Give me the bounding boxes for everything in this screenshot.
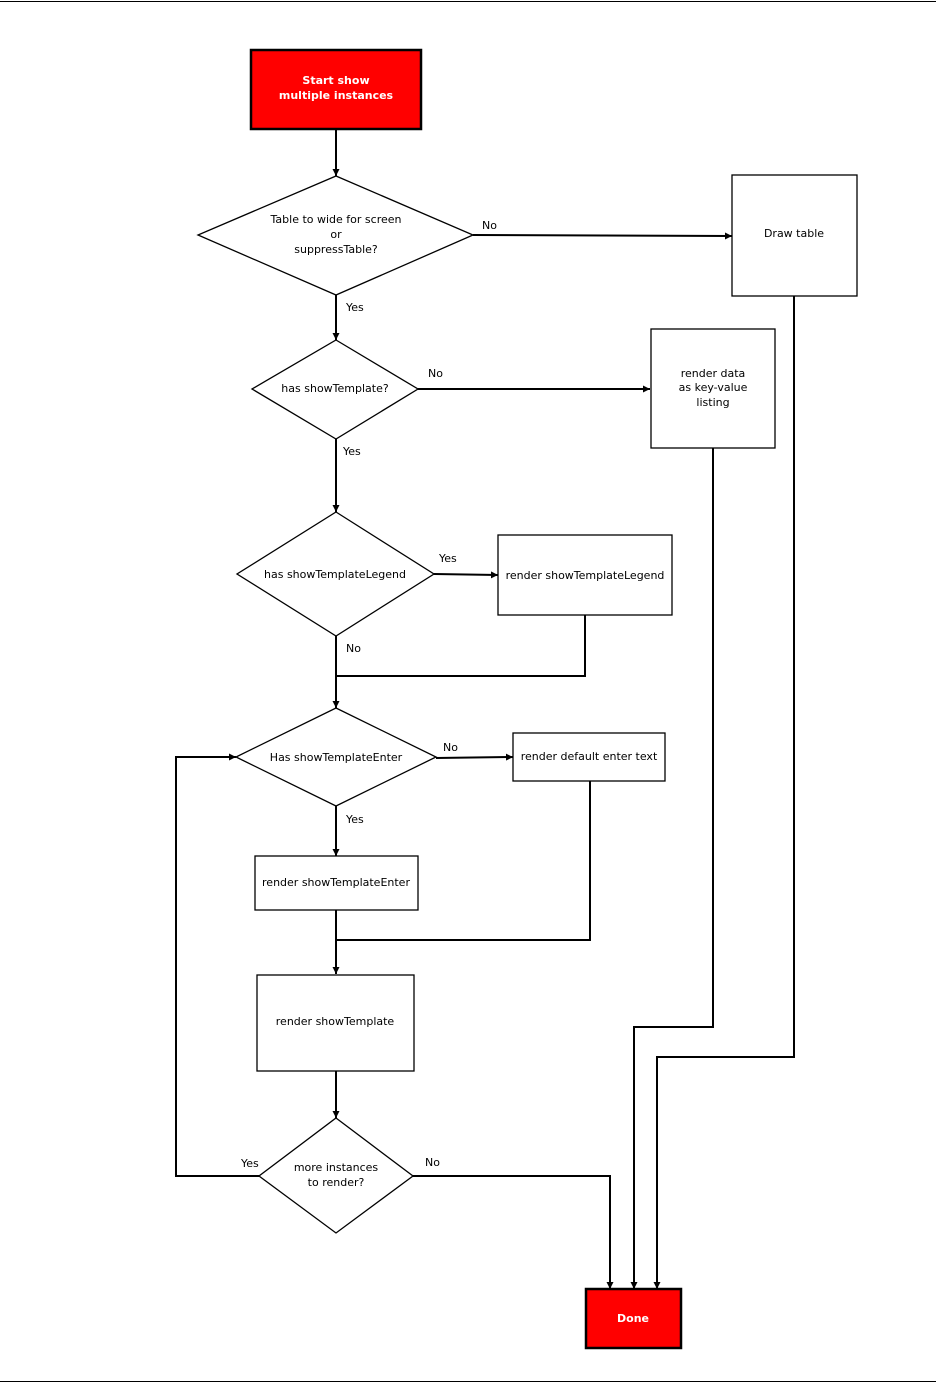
decision-has-legend: has showTemplateLegend [235, 511, 436, 637]
edge-wide-no [472, 232, 733, 240]
process-default-enter: render default enter text [512, 732, 666, 782]
edge-kv-to-done [630, 448, 714, 1289]
label-wide-no: No [482, 219, 497, 232]
node-start-line-1: Start show [302, 74, 369, 87]
edges [175, 130, 795, 1289]
label-template-no: No [428, 367, 443, 380]
process-render-legend-label: render showTemplateLegend [506, 569, 665, 582]
decision-has-legend-label: has showTemplateLegend [264, 568, 406, 581]
node-start-line-2: multiple instances [279, 89, 394, 102]
node-start: Start show multiple instances [249, 48, 423, 131]
edge-legend-merge [336, 615, 586, 677]
decision-has-show-template-label: has showTemplate? [281, 382, 389, 395]
process-render-enter: render showTemplateEnter [254, 855, 419, 911]
label-legend-yes: Yes [438, 552, 457, 565]
decision-has-enter: Has showTemplateEnter [234, 707, 438, 807]
process-key-value-listing: render data as key-value listing [650, 328, 776, 449]
node-done-label: Done [617, 1312, 649, 1325]
decision-table-too-wide-line-2: or [330, 228, 342, 241]
label-more-no: No [425, 1156, 440, 1169]
decision-more-instances: more instances to render? [257, 1117, 415, 1234]
decision-has-show-template: has showTemplate? [250, 339, 420, 440]
label-wide-yes: Yes [345, 301, 364, 314]
process-key-value-line-3: listing [696, 396, 729, 409]
process-render-template: render showTemplate [256, 974, 415, 1072]
edge-enter-no [435, 753, 514, 761]
decision-has-enter-label: Has showTemplateEnter [270, 751, 403, 764]
label-more-yes: Yes [240, 1157, 259, 1170]
top-rule [0, 1, 936, 2]
label-enter-yes: Yes [345, 813, 364, 826]
process-render-enter-label: render showTemplateEnter [262, 876, 410, 889]
process-draw-table-label: Draw table [764, 227, 824, 240]
decision-table-too-wide-line-1: Table to wide for screen [270, 213, 402, 226]
edge-more-no [413, 1175, 614, 1289]
edge-default-merge [336, 781, 591, 941]
process-key-value-line-2: as key-value [679, 381, 748, 394]
node-done: Done [584, 1287, 683, 1350]
decision-more-instances-line-2: to render? [308, 1176, 365, 1189]
process-draw-table: Draw table [731, 174, 858, 297]
process-default-enter-label: render default enter text [521, 750, 658, 763]
label-enter-no: No [443, 741, 458, 754]
edge-legend-yes [433, 571, 499, 579]
decision-table-too-wide-line-3: suppressTable? [294, 243, 378, 256]
label-legend-no: No [346, 642, 361, 655]
edge-more-yes-loop [175, 753, 259, 1177]
process-key-value-line-1: render data [681, 367, 746, 380]
edge-table-to-done [653, 296, 795, 1289]
edge-labels: No Yes No Yes Yes No No Yes Yes No [240, 219, 497, 1170]
process-render-template-label: render showTemplate [276, 1015, 395, 1028]
label-template-yes: Yes [342, 445, 361, 458]
decision-table-too-wide: Table to wide for screen or suppressTabl… [196, 175, 475, 296]
decision-more-instances-line-1: more instances [294, 1161, 379, 1174]
process-render-legend: render showTemplateLegend [497, 534, 673, 616]
bottom-rule [0, 1381, 936, 1382]
